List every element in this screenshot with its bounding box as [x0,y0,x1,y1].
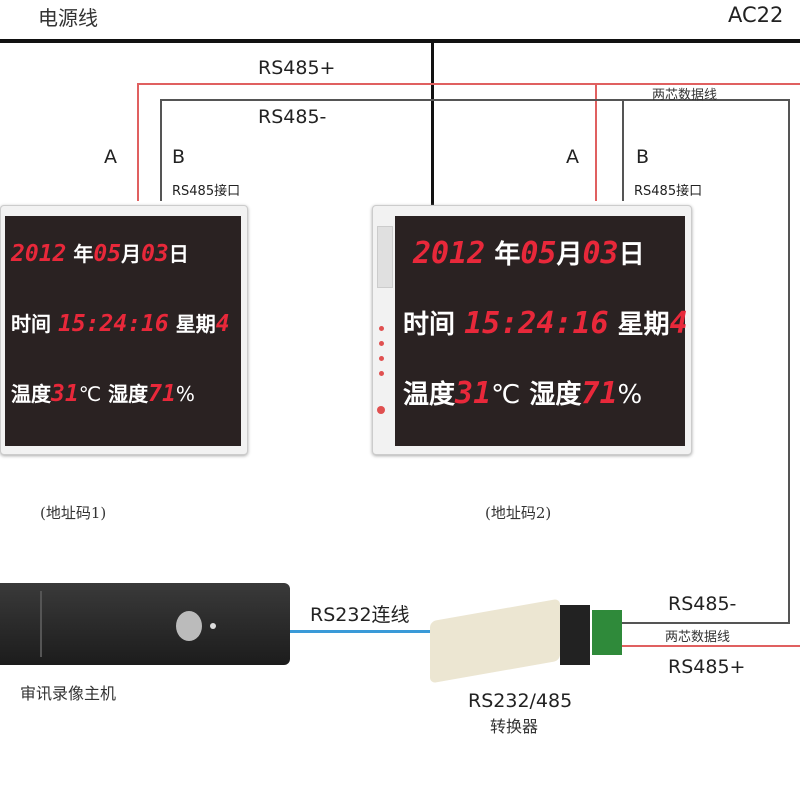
dvr-label: 审讯录像主机 [20,684,117,703]
b-label-2: B [636,146,650,168]
terminal-block [592,610,622,655]
two-core-bottom-label: 两芯数据线 [665,630,731,645]
rs485-minus-riser [788,99,790,623]
address-label-1: (地址码1) [40,504,107,522]
converter-label-2: 转换器 [490,717,539,736]
rs485-minus-line [160,99,789,101]
rs485-minus-label: RS485- [258,106,327,128]
converter-label-1: RS232/485 [468,690,573,712]
rs232-485-converter [430,598,560,684]
power-drop-line [431,41,434,206]
rs485-plus-label: RS485+ [258,57,336,79]
dvr-device [0,583,290,665]
rs232-cable-label: RS232连线 [310,604,410,626]
rs485-plus-drop-2 [595,83,597,201]
dvr-control-wheel-icon [176,611,202,641]
ac-label: AC22 [728,3,784,27]
led-display-2: 2012 年05月03日 时间 15:24:16 星期4 温度31℃ 湿度71% [372,205,692,455]
address-label-2: (地址码2) [485,504,552,522]
led-display-1: 2012 年05月03日 时间 15:24:16 星期4 温度31℃ 湿度71% [0,205,248,455]
power-line [0,39,800,43]
a-label-1: A [104,146,117,168]
rs485-minus-bottom [610,622,790,624]
db9-connector [560,605,590,665]
rs485-port-label-2: RS485接口 [634,184,703,199]
rs485-minus-bottom-label: RS485- [668,593,737,615]
power-line-label: 电源线 [38,6,98,30]
two-core-label: 两芯数据线 [652,88,718,103]
a-label-2: A [566,146,579,168]
b-label-1: B [172,146,186,168]
rs485-plus-bottom-label: RS485+ [668,656,746,678]
rs485-port-label-1: RS485接口 [172,184,241,199]
rs485-plus-bottom [610,645,800,647]
rs485-minus-drop-1 [160,99,162,201]
rs485-plus-drop-1 [137,83,139,201]
rs485-plus-line [137,83,800,85]
rs232-cable [288,630,433,633]
rs485-minus-drop-2 [622,99,624,201]
